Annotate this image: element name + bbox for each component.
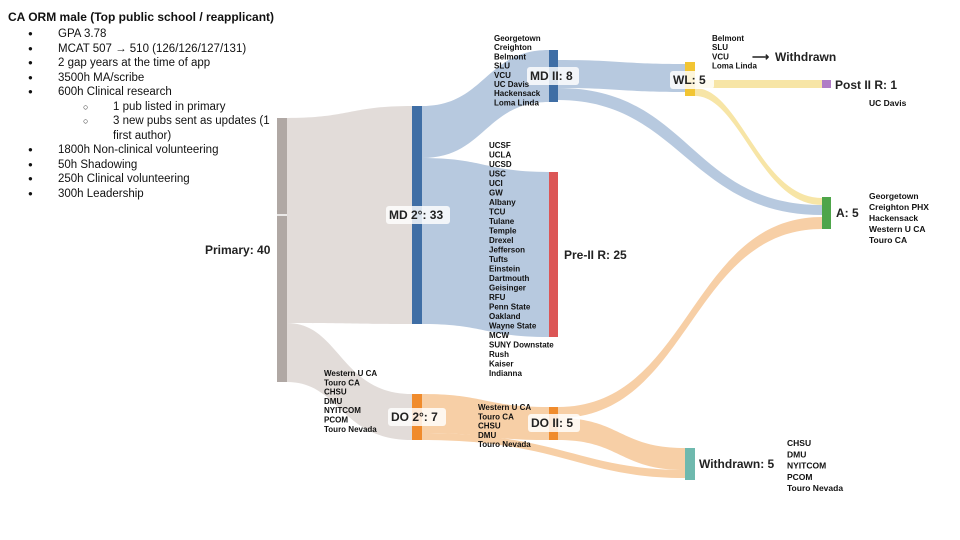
label-md-ii: MD II: 8 [530, 69, 573, 83]
label-md2: MD 2°: 33 [389, 208, 443, 222]
flow-do2-withdrawn [422, 433, 685, 478]
stat-item: 250h Clinical volunteering [8, 172, 278, 187]
node-withdrawn [685, 448, 695, 480]
label-do-ii: DO II: 5 [531, 416, 573, 430]
do2-school-list: Western U CA Touro CA CHSU DMU NYITCOM P… [324, 369, 379, 434]
do-ii-school-list: Western U CA Touro CA CHSU DMU Touro Nev… [478, 403, 533, 449]
label-withdrawn: Withdrawn: 5 [699, 457, 775, 471]
label-withdrawn-wl: Withdrawn [775, 50, 836, 64]
wl-withdrawn-school-list: Belmont SLU VCU Loma Linda [712, 34, 757, 71]
node-labels: Primary: 40 MD 2°: 33 DO 2°: 7 MD II: 8 … [205, 50, 897, 471]
stat-item: 1800h Non-clinical volunteering [8, 143, 278, 158]
stat-item: 600h Clinical research [8, 85, 278, 100]
node-primary [277, 118, 287, 382]
label-primary: Primary: 40 [205, 243, 271, 257]
flow-md2-pre-ii-r [422, 158, 549, 337]
label-do2: DO 2°: 7 [391, 410, 438, 424]
node-accepted [822, 197, 831, 229]
label-pre-ii-r: Pre-II R: 25 [564, 248, 627, 262]
stat-item: 3500h MA/scribe [8, 71, 278, 86]
flow-md2-md-ii [422, 50, 549, 158]
stats-list: GPA 3.78 MCAT 507 → 510 (126/126/127/131… [8, 27, 278, 201]
withdrawn-school-list: CHSU DMU NYITCOM PCOM Touro Nevada [787, 438, 843, 493]
label-post-ii-r: Post II R: 1 [835, 78, 897, 92]
page-title: CA ORM male (Top public school / reappli… [8, 10, 275, 24]
flow-primary-do2 [287, 323, 412, 440]
stat-item: 300h Leadership [8, 187, 278, 202]
flow-do2-do-ii [422, 394, 549, 440]
flows [287, 50, 822, 478]
accepted-school-list: Georgetown Creighton PHX Hackensack West… [869, 191, 931, 245]
flow-primary-md2 [287, 106, 412, 324]
pre-ii-school-list: UCSF UCLA UCSD USC UCI GW Albany TCU Tul… [489, 141, 556, 378]
post-ii-r-school-list: UC Davis [869, 98, 907, 108]
stats-panel: CA ORM male (Top public school / reappli… [8, 10, 278, 201]
arrow-icon: ⟶ [752, 50, 769, 64]
flow-do-ii-withdrawn [558, 418, 685, 470]
flow-md-ii-accepted [558, 88, 822, 215]
stat-subitem: 1 pub listed in primary [8, 100, 278, 115]
flow-wl-accepted [695, 88, 822, 205]
flow-md-ii-wl [558, 60, 685, 92]
label-wl: WL: 5 [673, 73, 706, 87]
stat-subitem: 3 new pubs sent as updates (1 first auth… [8, 114, 278, 143]
node-post-ii-r [822, 80, 831, 88]
md-ii-school-list: Georgetown Creighton Belmont SLU VCU UC … [494, 34, 543, 107]
label-accepted: A: 5 [836, 206, 859, 220]
school-lists: Georgetown Creighton Belmont SLU VCU UC … [324, 34, 931, 493]
stat-item: GPA 3.78 [8, 27, 278, 42]
node-pre-ii-r [549, 172, 558, 337]
stat-item: 50h Shadowing [8, 158, 278, 173]
stat-item: 2 gap years at the time of app [8, 56, 278, 71]
stat-item: MCAT 507 → 510 (126/126/127/131) [8, 42, 278, 57]
flow-do-ii-accepted [558, 217, 822, 418]
flow-wl-post-ii-r [695, 80, 822, 88]
